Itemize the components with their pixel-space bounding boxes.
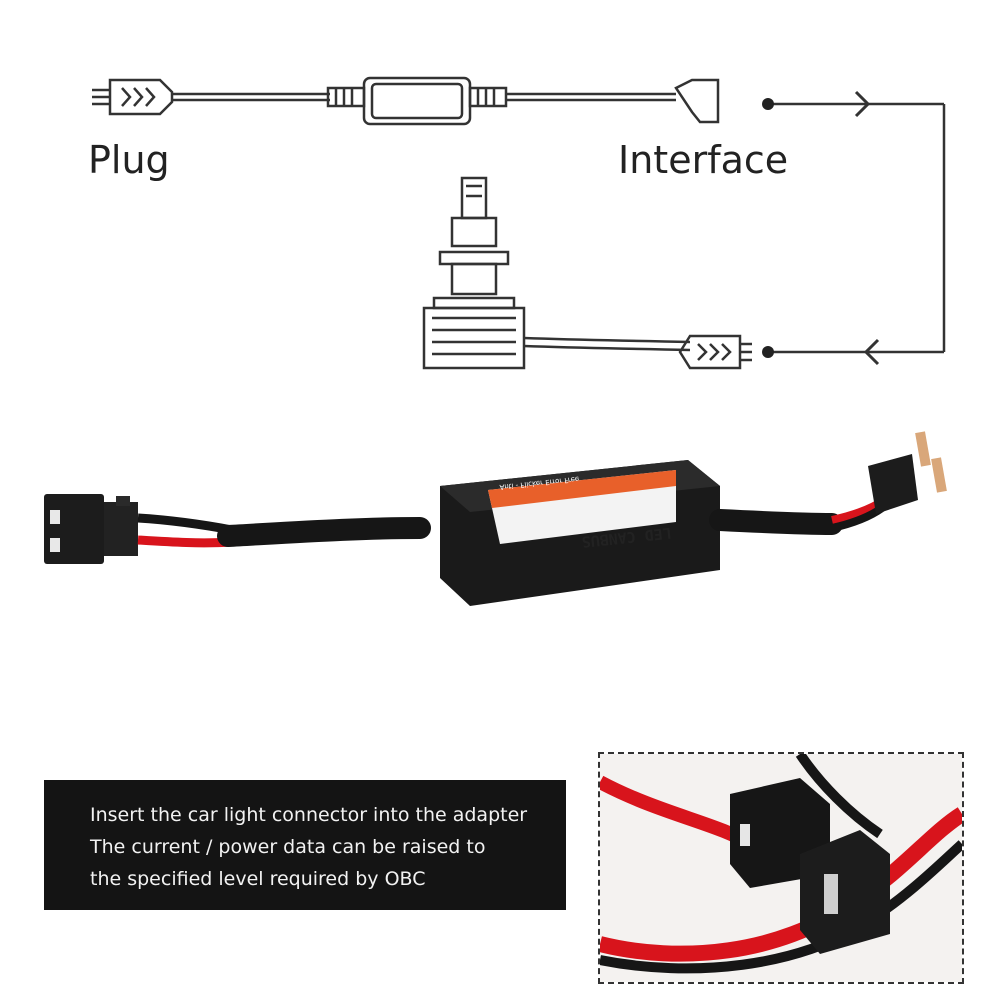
strain-relief-right bbox=[468, 86, 508, 108]
arrow-right-icon bbox=[854, 90, 871, 118]
cable-sheath-right bbox=[709, 509, 843, 535]
arrow-left-icon bbox=[863, 338, 880, 366]
bulb-heatsink bbox=[422, 306, 526, 370]
product-illustration bbox=[44, 431, 947, 606]
caption-box: Insert the car light connector into the … bbox=[44, 780, 566, 910]
junction-dot-bottom bbox=[762, 346, 774, 358]
caption-line: The current / power data can be raised t… bbox=[90, 836, 486, 858]
female-connector bbox=[44, 494, 104, 564]
wiring-diagram bbox=[92, 76, 946, 370]
wire-black-left bbox=[137, 513, 233, 535]
interface-socket bbox=[674, 78, 720, 124]
closeup-inset bbox=[598, 752, 964, 984]
bulb-plug bbox=[678, 334, 742, 370]
junction-dot-top bbox=[762, 98, 774, 110]
bulb-cable bbox=[523, 336, 691, 344]
plug-connector bbox=[108, 78, 174, 116]
bulb-flange bbox=[438, 250, 510, 266]
cable-sheath-left bbox=[217, 517, 431, 547]
caption-line: Insert the car light connector into the … bbox=[90, 804, 528, 826]
closeup-connector-lower bbox=[800, 830, 890, 954]
plug-label: Plug bbox=[88, 138, 170, 182]
bulb-head bbox=[460, 176, 488, 220]
wire-red-left bbox=[137, 535, 233, 548]
strain-relief-left bbox=[326, 86, 366, 108]
male-connector bbox=[868, 454, 918, 514]
plug-arrow-marks bbox=[121, 87, 156, 107]
interface-label: Interface bbox=[618, 138, 789, 182]
male-pin bbox=[915, 431, 931, 467]
closeup-illustration bbox=[600, 754, 962, 982]
male-pin bbox=[931, 457, 947, 493]
caption-line: the specified level required by OBC bbox=[90, 868, 426, 890]
